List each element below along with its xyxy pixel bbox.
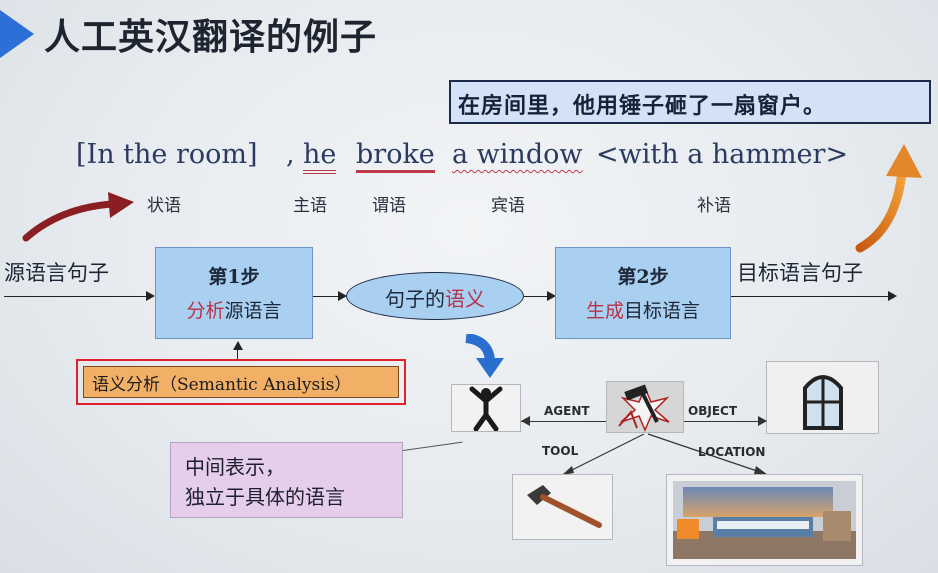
translation-result-text: 在房间里，他用锤子砸了一扇窗户。 — [458, 93, 827, 119]
tool-location-edges — [562, 433, 768, 475]
step2-desc-red: 生成 — [585, 300, 624, 322]
step2-desc: 生成目标语言 — [555, 296, 731, 323]
relation-location: LOCATION — [698, 445, 766, 459]
intermediate-line2: 独立于具体的语言 — [185, 485, 345, 509]
step2-title: 第2步 — [617, 266, 669, 288]
meaning-red: 语义 — [445, 287, 485, 311]
object-window-image — [766, 361, 879, 434]
relation-agent: AGENT — [544, 404, 590, 418]
event-break-image — [606, 381, 684, 433]
step1-desc-rest: 源语言 — [224, 300, 282, 322]
label-adverbial: 状语 — [147, 196, 181, 216]
sentence-comma: , — [286, 139, 295, 170]
arrow-left-icon — [521, 416, 530, 426]
sentence-complement: <with a hammer> — [596, 139, 849, 170]
step1-title: 第1步 — [208, 266, 260, 288]
arrow-up-icon — [233, 341, 243, 350]
curved-arrow-left-icon — [22, 192, 134, 242]
callout-line — [402, 441, 463, 451]
flow-line-up — [237, 349, 238, 361]
slide-title: 人工英汉翻译的例子 — [44, 17, 378, 58]
relation-object: OBJECT — [688, 404, 738, 418]
step1-desc-red: 分析 — [186, 300, 225, 322]
arrow-right-icon — [547, 291, 556, 301]
step1-desc: 分析源语言 — [155, 296, 313, 323]
meaning-prefix: 句子的 — [385, 287, 445, 311]
semantic-analysis-label-box — [83, 366, 399, 398]
blue-down-arrow-icon — [465, 334, 504, 378]
step2-box — [555, 247, 731, 339]
intermediate-representation-box — [170, 442, 403, 518]
sentence-predicate: broke — [356, 139, 435, 173]
sentence-adverbial: [In the room] — [76, 139, 258, 170]
flow-line-target — [731, 296, 891, 297]
relation-tool: TOOL — [542, 444, 579, 458]
label-object: 宾语 — [491, 196, 525, 216]
meaning-ellipse — [346, 272, 524, 320]
arrow-right-icon — [888, 291, 897, 301]
arrow-right-icon — [758, 416, 767, 426]
sentence-object: a window — [452, 139, 583, 170]
translation-result-box — [449, 80, 931, 124]
step2-desc-rest: 目标语言 — [624, 300, 701, 322]
semantic-analysis-highlight — [76, 359, 406, 405]
title-marker-icon — [0, 10, 34, 58]
location-room-image — [666, 474, 863, 566]
meaning-text: 句子的语义 — [346, 283, 524, 312]
flow-line-2 — [524, 296, 550, 297]
sentence-subject: he — [303, 139, 337, 174]
source-sentence-label: 源语言句子 — [4, 261, 109, 285]
label-predicate: 谓语 — [372, 196, 406, 216]
intermediate-text: 中间表示， 独立于具体的语言 — [185, 452, 345, 512]
target-sentence-label: 目标语言句子 — [737, 261, 863, 285]
label-subject: 主语 — [293, 196, 327, 216]
intermediate-line1: 中间表示， — [185, 455, 285, 479]
arrow-right-icon — [338, 291, 347, 301]
arrow-right-icon — [146, 291, 155, 301]
semantic-analysis-label: 语义分析（Semantic Analysis） — [92, 375, 352, 395]
label-complement: 补语 — [697, 196, 731, 216]
flow-line-1 — [313, 296, 341, 297]
step1-box — [155, 247, 313, 339]
tool-hammer-image — [512, 474, 613, 540]
agent-person-image — [451, 384, 521, 432]
agent-edge — [521, 421, 606, 422]
curved-arrow-right-icon — [855, 144, 922, 253]
flow-line-source — [4, 296, 148, 297]
object-edge — [684, 421, 766, 422]
